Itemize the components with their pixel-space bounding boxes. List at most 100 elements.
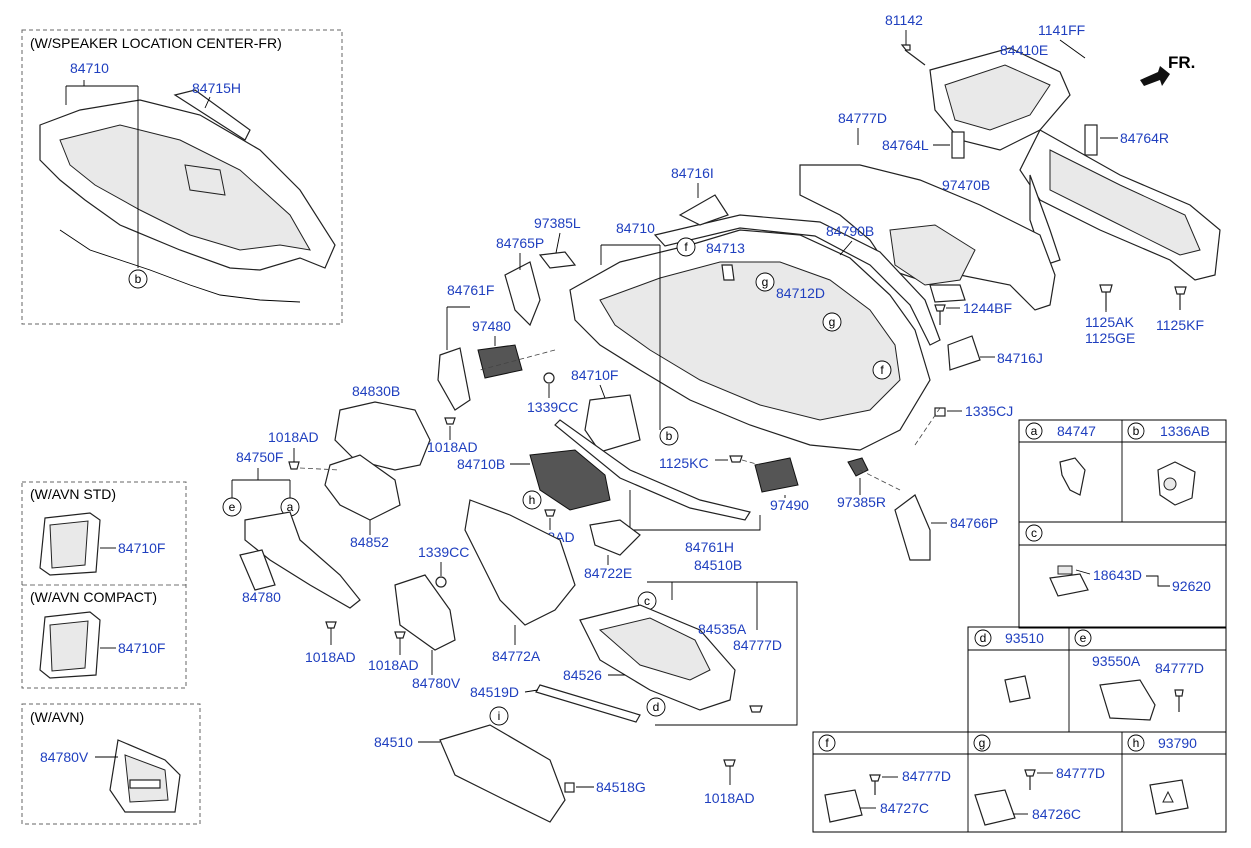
label-84713: 84713 [706,240,745,256]
label-84716J: 84716J [997,350,1043,366]
label-1125GE: 1125GE [1085,330,1135,346]
label-1244BF: 1244BF [963,300,1012,316]
heater-duct [799,164,1056,311]
svg-text:c: c [1031,526,1037,540]
screw-1018AD-d [325,621,337,629]
cover-84780 [239,549,276,591]
right-vent [754,457,799,493]
label-84715H: 84715H [192,80,241,96]
label-81142: 81142 [885,12,923,28]
label-97480: 97480 [472,318,511,334]
label-1125KC: 1125KC [659,455,709,471]
legend-c-lamp [1049,573,1089,597]
legend-f-circle [818,734,836,752]
svg-text:f: f [880,363,884,377]
screw-1018AD-c [544,509,556,517]
console-bracket [464,499,576,626]
screw-1018AD-f [723,759,736,767]
legend-d-switch [1004,675,1031,703]
label-84777D-top: 84777D [838,110,887,126]
label-84780V-inset: 84780V [40,749,89,765]
center-bezel [584,394,641,453]
svg-text:h: h [1133,736,1140,750]
label-97385R: 97385R [837,494,886,510]
legend-e-part-1: 93550A [1092,653,1141,669]
clip-1339CC-mid [435,576,447,588]
label-97470B: 97470B [942,177,990,193]
label-84790B: 84790B [826,223,874,239]
legend-d-circle [974,629,992,647]
legend-b-clip [1157,461,1196,506]
label-1018AD-f: 1018AD [704,790,755,806]
legend-e-switch [1099,679,1156,721]
label-1339CC-mid: 1339CC [418,544,469,560]
label-84410E: 84410E [1000,42,1048,58]
avn-bezel-main [394,574,456,651]
legend-h-part: 93790 [1158,735,1197,751]
label-84712D: 84712D [776,285,825,301]
label-84780: 84780 [242,589,281,605]
label-84777D-mid: 84777D [733,637,782,653]
svg-text:e: e [229,500,236,514]
svg-text:c: c [644,594,650,608]
screw-1018AD-b [288,461,300,470]
callout-h-1 [522,490,542,510]
callout-i [489,706,509,726]
inset-speaker-center [21,29,343,325]
label-84510: 84510 [374,734,413,750]
label-1339CC-top: 1339CC [527,399,578,415]
label-1018AD-e: 1018AD [368,657,419,673]
label-84710B: 84710B [457,456,505,472]
label-1335CJ: 1335CJ [965,403,1013,419]
svg-text:e: e [1080,631,1087,645]
svg-text:g: g [762,275,769,289]
garnish-strip [554,419,751,521]
center-vent [529,449,611,511]
label-84764R: 84764R [1120,130,1169,146]
legend-e-circle [1074,629,1092,647]
svg-text:g: g [979,736,986,750]
svg-text:f: f [825,736,829,750]
label-84710-inset: 84710 [70,60,109,76]
callout-b-inset [128,269,148,289]
svg-text:i: i [498,709,501,723]
legend-table [812,419,1227,833]
side-cover-right [947,335,981,371]
front-arrow-icon [1140,66,1170,86]
speaker-grille-right [847,457,869,477]
bracket-84722E [589,519,641,556]
label-84780V-main: 84780V [412,675,461,691]
legend-g-part-2: 84726C [1032,806,1081,822]
callout-b-inset-letter: b [135,272,142,286]
screw-1018AD-e [394,631,406,639]
strip-84519D [535,684,641,723]
cowl-cross-bar [929,47,1221,281]
svg-text:a: a [1031,424,1038,438]
legend-c-circle [1025,524,1043,542]
inset-avn-title: (W/AVN) [30,709,84,725]
legend-f-bracket [824,789,863,823]
legend-c-part-1: 18643D [1093,567,1142,583]
svg-text:b: b [1133,424,1140,438]
screw-1018AD-a [444,417,456,425]
inset-avn [21,703,201,825]
legend-g-circle [973,734,991,752]
legend-b-part: 1336AB [1160,423,1210,439]
legend-h-switch [1149,779,1189,815]
callout-e-1 [222,497,242,517]
svg-text:g: g [829,315,836,329]
svg-text:d: d [980,631,987,645]
front-direction-label: FR. [1168,53,1195,72]
legend-g-part-1: 84777D [1056,765,1105,781]
label-84710F-main: 84710F [571,367,618,383]
left-vent-bezel [437,347,471,411]
label-84710F-std: 84710F [118,540,165,556]
label-84852: 84852 [350,534,389,550]
callout-f-1 [676,237,696,257]
callout-d-1 [646,697,666,717]
screw-1125KC [729,455,743,463]
label-84722E: 84722E [584,565,632,581]
legend-h-circle [1127,734,1145,752]
label-84764L: 84764L [882,137,929,153]
